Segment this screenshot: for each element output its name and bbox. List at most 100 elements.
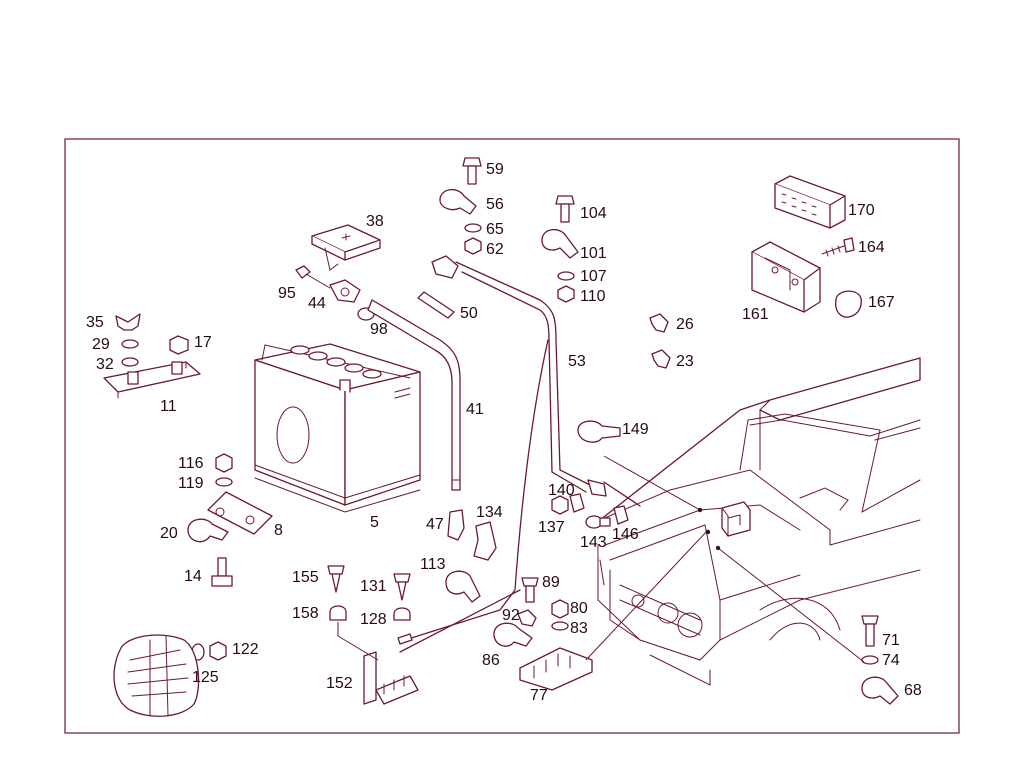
callout-74: 74 [882,652,900,669]
connector-77 [519,529,709,691]
callout-dot [705,529,711,535]
callout-164: 164 [858,239,885,256]
callout-143: 143 [580,534,607,551]
nut-62 [464,237,482,255]
callout-dot [715,545,721,551]
callout-71: 71 [882,632,900,649]
callout-128: 128 [360,611,387,628]
callout-95: 95 [278,285,296,302]
callout-110: 110 [580,288,606,305]
callout-116: 116 [178,455,204,472]
boot-134 [473,521,497,561]
washer-107 [557,271,575,281]
terminal-bolt [295,265,331,289]
nut-80 [551,599,569,619]
callout-89: 89 [542,574,560,591]
callout-122: 122 [232,641,259,658]
terminal-47 [447,509,465,541]
clip-20 [187,518,229,543]
relay-block-170 [774,175,846,229]
battery-cable [367,299,461,491]
callout-62: 62 [486,241,504,258]
screw-164 [821,237,855,257]
bolt-104 [555,195,575,223]
bolt-143 [585,515,611,529]
terminal-cover [311,224,381,271]
callout-65: 65 [486,221,504,238]
callout-146: 146 [612,526,639,543]
callout-44: 44 [308,295,326,312]
callout-152: 152 [326,675,353,692]
callout-77: 77 [530,687,548,704]
callout-26: 26 [676,316,694,333]
screw-131 [393,573,411,601]
callout-41: 41 [466,401,484,418]
clip-56 [439,189,477,215]
callout-17: 17 [194,334,212,351]
grommet-158 [329,605,347,621]
nut-137 [551,495,569,515]
grommet-167 [835,290,863,318]
clip-101 [541,229,579,259]
washer-65 [464,223,482,233]
callout-170: 170 [848,202,875,219]
washer-74 [861,655,879,665]
callout-83: 83 [570,620,588,637]
callout-50: 50 [460,305,478,322]
callout-86: 86 [482,652,500,669]
vehicle-front-drawing [597,357,921,686]
callout-20: 20 [160,525,178,542]
clip-113 [445,570,481,603]
callout-98: 98 [370,321,388,338]
diagram-frame [64,138,960,734]
cable-sleeve [417,291,455,319]
nut-110 [557,285,575,303]
callout-80: 80 [570,600,588,617]
battery [254,343,421,513]
grommet-128 [393,607,411,621]
washer-83 [551,621,569,631]
washer-29 [121,339,139,349]
bolt-14 [211,557,233,587]
callout-5: 5 [370,514,379,531]
callout-56: 56 [486,196,504,213]
terminal-clamp [329,279,361,303]
washer-119 [215,477,233,487]
callout-113: 113 [420,556,446,573]
callout-137: 137 [538,519,565,536]
clip-92 [517,609,537,627]
callout-11: 11 [160,398,177,415]
clip-146 [613,505,629,525]
callout-23: 23 [676,353,694,370]
callout-107: 107 [580,268,607,285]
relay-161 [751,241,821,313]
callout-14: 14 [184,568,202,585]
cable-clip-149 [577,420,621,443]
washer-32 [121,357,139,367]
callout-92: 92 [502,607,520,624]
hold-down-bracket-11 [103,361,201,399]
callout-140: 140 [548,482,575,499]
callout-131: 131 [360,578,387,595]
bolt-59 [462,157,482,185]
callout-29: 29 [92,336,110,353]
callout-53: 53 [568,353,586,370]
callout-35: 35 [86,314,104,331]
wiring-lead [404,339,549,641]
callout-158: 158 [292,605,319,622]
bracket-8 [207,491,273,535]
callout-59: 59 [486,161,504,178]
callout-104: 104 [580,205,607,222]
positive-cable [431,255,641,507]
lead-terminal [397,633,413,645]
clip-68 [861,676,899,705]
callout-68: 68 [904,682,922,699]
callout-8: 8 [274,522,283,539]
callout-134: 134 [476,504,503,521]
nut-116 [215,453,233,473]
callout-32: 32 [96,356,114,373]
nut-17 [169,335,189,355]
callout-labels: 59 56 65 62 104 101 107 110 170 164 161 … [86,161,922,704]
clip-26 [649,313,669,333]
